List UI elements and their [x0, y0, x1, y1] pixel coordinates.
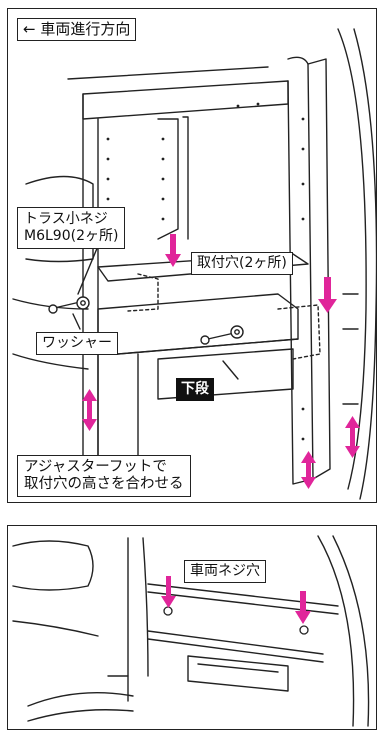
vehicle-wall-illustration	[12, 535, 370, 727]
arrow-mount-hole-left	[165, 234, 181, 267]
seat-outline-bottom	[12, 540, 94, 591]
washer-callout: ワッシャー	[36, 332, 118, 355]
right-side-panel	[287, 56, 314, 485]
arrow-adjust-bottom	[301, 451, 316, 489]
upper-rail	[147, 583, 339, 607]
hidden-edge	[127, 273, 159, 312]
mount-holes-callout: 取付穴(2ヶ所)	[191, 252, 293, 275]
arrow-screw-hole-left	[161, 576, 176, 608]
direction-label-text: ← 車両進行方向	[23, 20, 131, 38]
mount-holes-text: 取付穴(2ヶ所)	[197, 255, 287, 271]
vehicle-pillar-outline	[337, 28, 367, 490]
screw-callout: トラス小ネジ M6L90(2ヶ所)	[17, 207, 126, 249]
adjuster-line2: 取付穴の高さを合わせる	[24, 476, 184, 492]
drawer-box	[157, 348, 294, 400]
roof-line	[67, 66, 269, 80]
pillar-outline-bottom	[317, 535, 355, 727]
lower-shelf-text: 下段	[181, 381, 209, 397]
arrow-adjust-left	[82, 389, 97, 431]
direction-label: ← 車両進行方向	[17, 18, 137, 41]
vehicle-pillar-outline-outer	[353, 28, 376, 500]
assembly-diagram-top: ← 車両進行方向 トラス小ネジ M6L90(2ヶ所) 取付穴(2ヶ所) ワッシャ…	[7, 8, 377, 503]
lower-rail	[147, 630, 324, 655]
lower-shelf-callout: 下段	[176, 378, 214, 401]
adjuster-callout: アジャスターフットで 取付穴の高さを合わせる	[17, 455, 191, 497]
arrow-adjust-right	[345, 416, 360, 458]
top-shelf	[82, 80, 289, 120]
screw-holes-text: 車両ネジ穴	[190, 563, 260, 579]
arrow-screw-hole-right	[295, 591, 311, 624]
adjuster-line1: アジャスターフットで	[24, 459, 167, 475]
arrow-mount-hole-right	[318, 277, 337, 313]
assembly-diagram-bottom: 車両ネジ穴	[7, 525, 377, 730]
screw-holes-callout: 車両ネジ穴	[184, 560, 266, 583]
screw-name: トラス小ネジ	[24, 211, 108, 227]
washer-text: ワッシャー	[42, 335, 112, 351]
recess	[187, 655, 289, 692]
lower-shelf	[97, 293, 299, 355]
screw-spec: M6L90(2ヶ所)	[24, 228, 119, 244]
screw-hole-left	[163, 606, 173, 616]
screw-hole-right	[299, 625, 309, 635]
